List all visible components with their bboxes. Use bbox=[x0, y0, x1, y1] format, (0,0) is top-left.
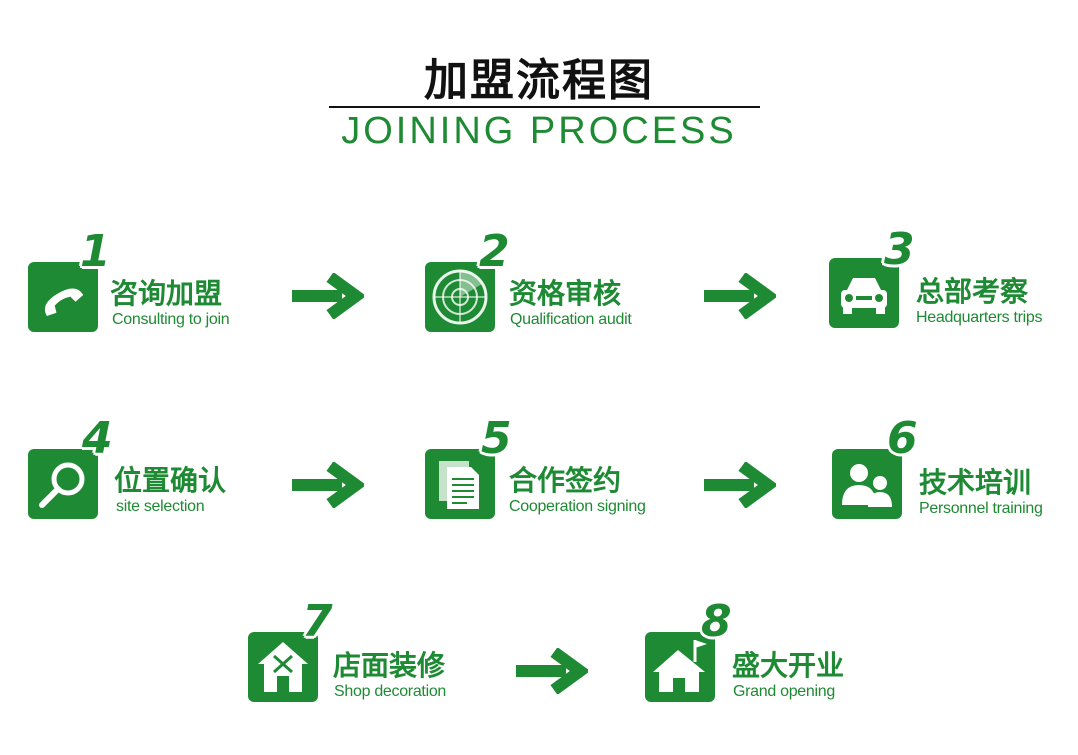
step-6: 6 技术培训 Personnel training bbox=[832, 415, 1072, 525]
step-number: 3 bbox=[884, 224, 915, 275]
step-label-en: Shop decoration bbox=[334, 683, 447, 700]
house-flag-icon bbox=[645, 632, 715, 702]
arrow-right-icon bbox=[516, 648, 588, 694]
step-4: 4 位置确认 site selection bbox=[28, 415, 268, 525]
step-label-cn: 技术培训 bbox=[919, 466, 1032, 499]
step-label-cn: 合作签约 bbox=[509, 464, 622, 497]
step-3: 3 总部考察 Headquarters trips bbox=[829, 228, 1069, 338]
house-tools-icon bbox=[248, 632, 318, 702]
step-number: 7 bbox=[302, 596, 333, 647]
step-label-en: Personnel training bbox=[919, 500, 1043, 517]
step-label-cn: 资格审核 bbox=[509, 277, 622, 310]
step-number: 2 bbox=[479, 226, 510, 277]
step-number: 4 bbox=[82, 413, 113, 464]
step-number: 1 bbox=[80, 226, 111, 277]
step-label-cn: 位置确认 bbox=[114, 464, 227, 497]
arrow-right-icon bbox=[704, 462, 776, 508]
step-label-en: Qualification audit bbox=[510, 311, 632, 328]
step-label-cn: 盛大开业 bbox=[732, 649, 845, 682]
step-2: 2 资格审核 Qualification audit bbox=[425, 228, 665, 338]
magnifier-icon bbox=[28, 449, 98, 519]
people-icon bbox=[832, 449, 902, 519]
step-label-en: Grand opening bbox=[733, 683, 835, 700]
title-divider bbox=[329, 106, 760, 108]
page-title: 加盟流程图 bbox=[424, 55, 654, 106]
arrow-right-icon bbox=[292, 462, 364, 508]
step-7: 7 店面装修 Shop decoration bbox=[248, 598, 488, 708]
step-1: 1 咨询加盟 Consulting to join bbox=[28, 228, 268, 338]
step-label-cn: 店面装修 bbox=[333, 649, 446, 682]
step-label-cn: 总部考察 bbox=[916, 275, 1029, 308]
step-label-en: Consulting to join bbox=[112, 311, 230, 328]
page-subtitle: JOINING PROCESS bbox=[341, 110, 737, 152]
step-number: 5 bbox=[481, 413, 512, 464]
arrow-right-icon bbox=[292, 273, 364, 319]
arrow-right-icon bbox=[704, 273, 776, 319]
step-number: 6 bbox=[887, 413, 918, 464]
documents-icon bbox=[425, 449, 495, 519]
radar-icon bbox=[425, 262, 495, 332]
step-label-cn: 咨询加盟 bbox=[110, 277, 223, 310]
step-5: 5 合作签约 Cooperation signing bbox=[425, 415, 665, 525]
step-label-en: site selection bbox=[116, 498, 205, 515]
step-label-en: Headquarters trips bbox=[916, 309, 1043, 326]
step-number: 8 bbox=[701, 596, 732, 647]
step-label-en: Cooperation signing bbox=[509, 498, 646, 515]
phone-icon bbox=[28, 262, 98, 332]
step-8: 8 盛大开业 Grand opening bbox=[645, 598, 885, 708]
car-icon bbox=[829, 258, 899, 328]
